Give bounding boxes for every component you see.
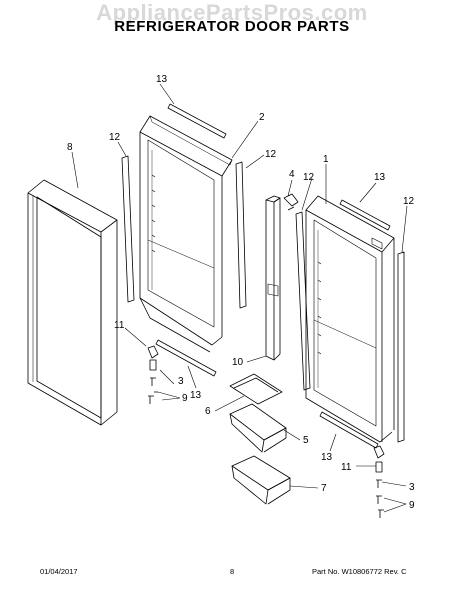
small-bin-part xyxy=(229,373,283,405)
callout-12-left-inner: 12 xyxy=(265,149,277,160)
bracket-part xyxy=(283,193,299,211)
callout-8: 8 xyxy=(67,142,73,153)
door-gasket-part xyxy=(27,179,118,426)
callout-13-bottom-right: 13 xyxy=(321,452,333,463)
leader-lines xyxy=(71,83,408,513)
hinge-part-right xyxy=(373,445,385,473)
callout-7: 7 xyxy=(321,483,327,494)
callout-9-right: 9 xyxy=(409,500,415,511)
callout-3-left: 3 xyxy=(178,376,184,387)
side-trim-parts xyxy=(121,155,405,443)
callout-10: 10 xyxy=(232,357,244,368)
callout-12-right-outer: 12 xyxy=(403,196,415,207)
callout-5: 5 xyxy=(303,435,309,446)
footer-date: 01/04/2017 xyxy=(40,567,78,576)
callout-12-right-inner: 12 xyxy=(303,172,315,183)
door-bin-part xyxy=(229,403,287,453)
callout-11-left: 11 xyxy=(114,320,125,331)
left-door-part xyxy=(139,115,233,353)
trim-parts xyxy=(155,103,391,449)
callout-6: 6 xyxy=(205,406,211,417)
footer-page-number: 8 xyxy=(230,567,235,576)
screws-left xyxy=(148,377,158,404)
callout-2: 2 xyxy=(259,112,265,123)
callout-13-top-right: 13 xyxy=(374,172,386,183)
footer-part-number: Part No. W10806772 Rev. C xyxy=(312,567,407,576)
page-title: REFRIGERATOR DOOR PARTS xyxy=(114,18,350,35)
right-door-part xyxy=(305,195,395,443)
callout-9-left: 9 xyxy=(182,393,188,404)
watermark-logo: AppliancePartsPros.com xyxy=(96,0,368,25)
callout-11-right: 11 xyxy=(341,462,352,473)
callout-12-left-outer: 12 xyxy=(109,132,121,143)
mullion-part xyxy=(265,195,281,361)
callout-3-right: 3 xyxy=(409,482,415,493)
callout-4: 4 xyxy=(289,169,295,180)
screws-right xyxy=(376,479,384,518)
door-bin-part-2 xyxy=(231,455,291,505)
callout-1: 1 xyxy=(323,154,329,165)
hinge-part-left xyxy=(147,345,159,371)
callout-13-top-left: 13 xyxy=(156,74,168,85)
callout-13-bottom-left: 13 xyxy=(190,390,202,401)
